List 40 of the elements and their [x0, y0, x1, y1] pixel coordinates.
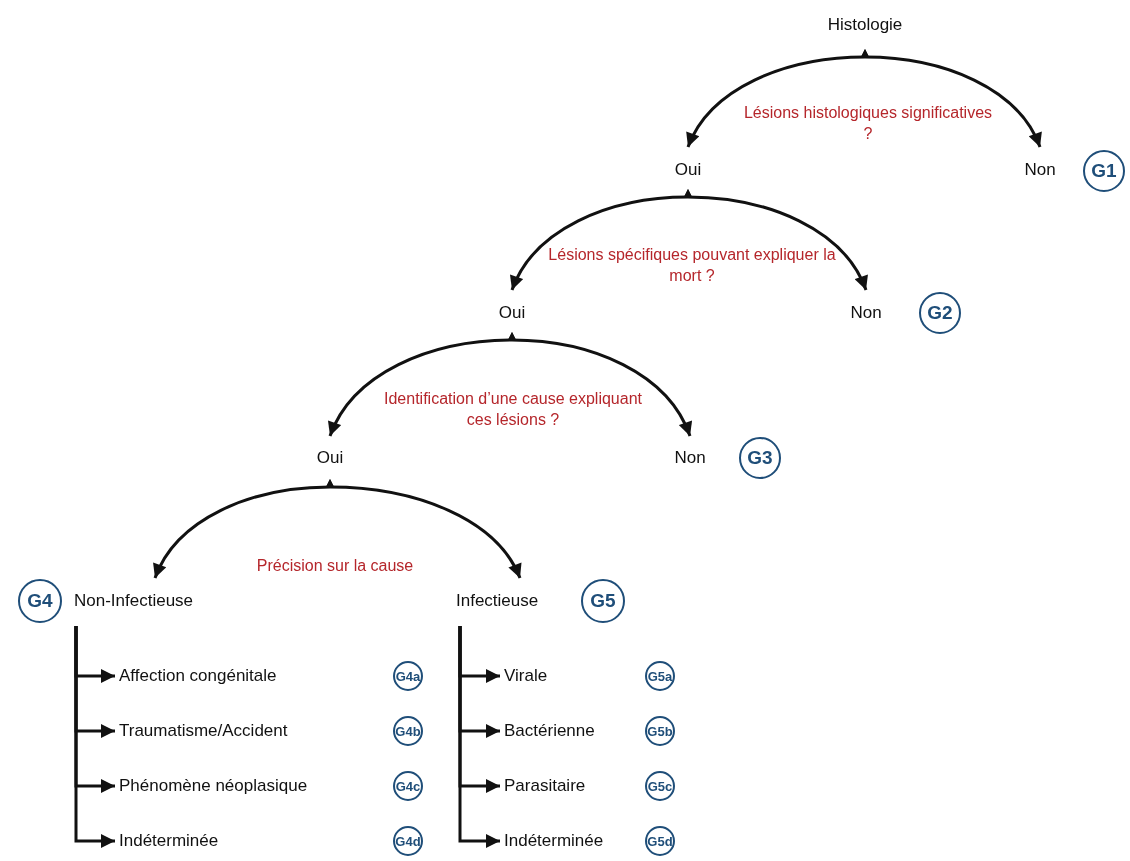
node-text: Non — [1024, 160, 1056, 180]
group-badge: G4d — [393, 826, 423, 856]
node-text: Indéterminée — [119, 831, 219, 851]
group-badge: G5b — [645, 716, 675, 746]
node-text: Non — [850, 303, 882, 323]
arrow — [861, 49, 1042, 148]
group-badge: G5a — [645, 661, 675, 691]
node-text: Parasitaire — [504, 776, 586, 796]
node-text: Oui — [674, 160, 702, 180]
question-text: Lésions histologiques significatives ? — [742, 103, 994, 144]
question-text: Lésions spécifiques pouvant expliquer la mort ? — [547, 245, 837, 286]
arrow — [326, 479, 522, 579]
group-badge: G5d — [645, 826, 675, 856]
node-text: Non — [674, 448, 706, 468]
node-text: Traumatisme/Accident — [119, 721, 288, 741]
arrow — [458, 626, 500, 848]
arrow — [684, 189, 868, 291]
group-badge: G2 — [919, 292, 961, 334]
question-text: Identification d’une cause expliquant ces lésions ? — [383, 389, 643, 430]
question-text: Précision sur la cause — [255, 556, 415, 576]
node-text: Affection congénitale — [119, 666, 277, 686]
group-badge: G4c — [393, 771, 423, 801]
group-badge: G5c — [645, 771, 675, 801]
node-text: Bactérienne — [504, 721, 595, 741]
group-badge: G1 — [1083, 150, 1125, 192]
node-text: Non-Infectieuse — [74, 591, 194, 611]
node-text: Oui — [498, 303, 526, 323]
node-text: Infectieuse — [456, 591, 539, 611]
node-text: Virale — [504, 666, 548, 686]
node-text: Indéterminée — [504, 831, 604, 851]
group-badge: G3 — [739, 437, 781, 479]
group-badge: G4b — [393, 716, 423, 746]
group-badge: G5 — [581, 579, 625, 623]
node-text: Phénomène néoplasique — [119, 776, 308, 796]
arrow — [508, 332, 692, 437]
node-text: Oui — [316, 448, 344, 468]
arrow — [74, 626, 115, 848]
node-text: Histologie — [827, 15, 903, 35]
group-badge: G4 — [18, 579, 62, 623]
group-badge: G4a — [393, 661, 423, 691]
